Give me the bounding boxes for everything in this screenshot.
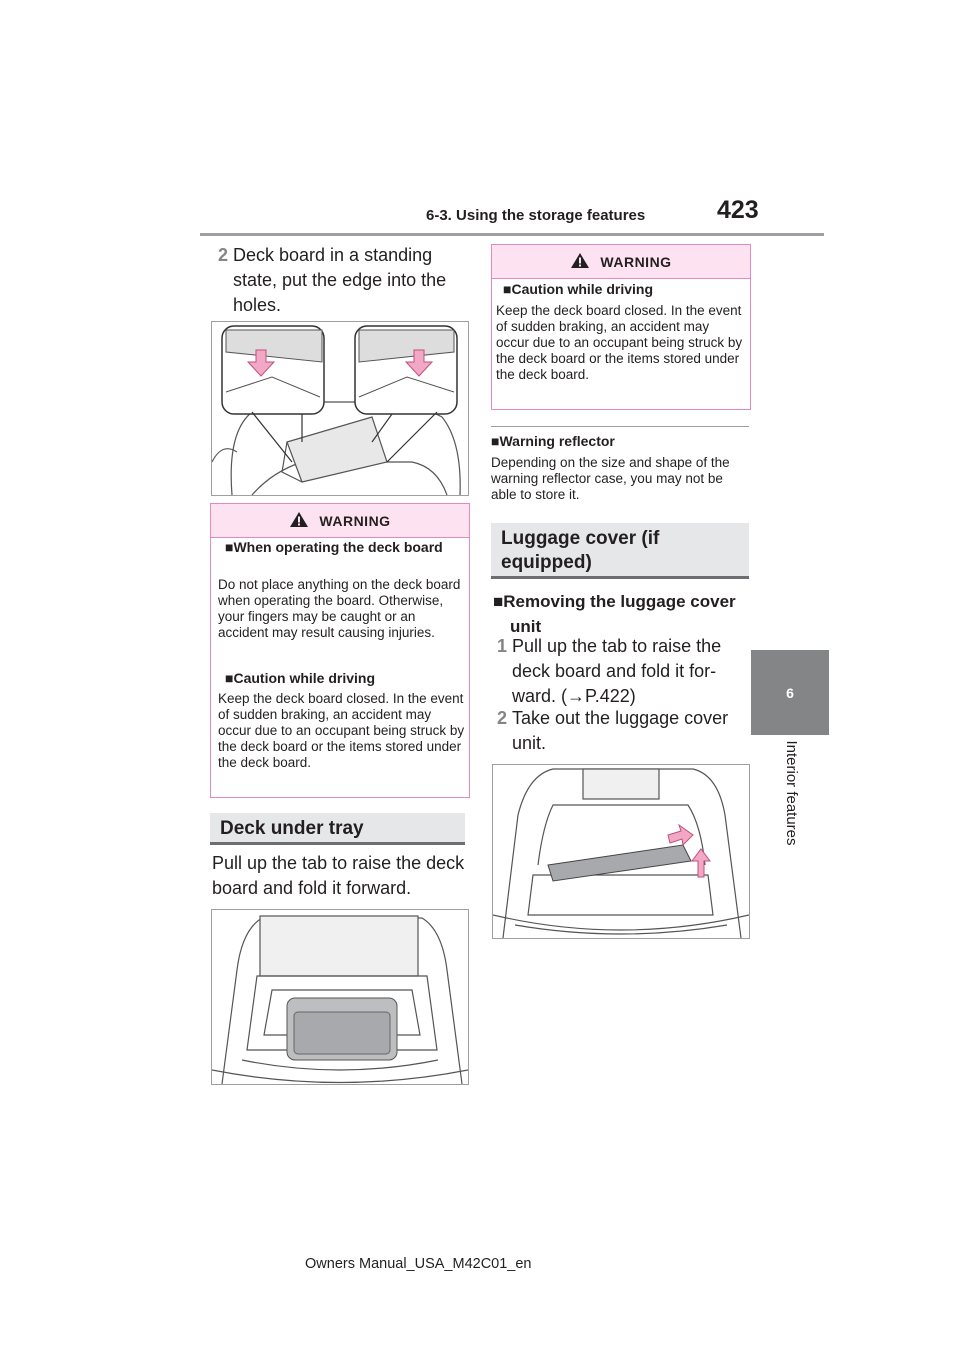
step-1-raise-deck-board: 1 Pull up the tab to raise the deck boar… bbox=[497, 634, 737, 709]
figure-deck-under-tray bbox=[211, 909, 469, 1085]
step-text: Deck board in a standing state, put the … bbox=[233, 245, 447, 315]
reflector-body: Depending on the size and shape of the w… bbox=[491, 455, 730, 502]
footer-manual-id: Owners Manual_USA_M42C01_en bbox=[305, 1256, 532, 1272]
warning-item-body: Do not place anything on the deck board … bbox=[218, 577, 461, 640]
chapter-title: Interior features bbox=[783, 740, 800, 846]
step-number: 1 bbox=[497, 636, 508, 656]
deck-under-tray-paragraph: Pull up the tab to raise the deck board … bbox=[212, 853, 465, 898]
section-title-luggage-cover: Luggage cover (if equipped) bbox=[491, 523, 749, 579]
header-section-title: 6-3. Using the storage features bbox=[426, 207, 646, 224]
figure-luggage-cover-removal bbox=[492, 764, 750, 939]
step-2-take-out-cover: 2 Take out the luggage cover unit. bbox=[497, 706, 737, 756]
warning-triangle-icon bbox=[289, 511, 309, 531]
step-2-deck-board: 2 Deck board in a standing state, put th… bbox=[218, 243, 473, 318]
section-title-deck-under-tray: Deck under tray bbox=[210, 813, 465, 845]
header-rule bbox=[200, 233, 824, 236]
step-number: 2 bbox=[218, 245, 229, 265]
warning-box-left: WARNING ■When operating the deck board D… bbox=[210, 503, 470, 798]
warning-item-title: ■When operating the deck board bbox=[225, 539, 443, 555]
warning-triangle-icon bbox=[570, 252, 590, 272]
figure-deck-board-standing bbox=[211, 321, 469, 496]
warning-label: WARNING bbox=[319, 512, 391, 529]
removing-luggage-cover-title: ■Removing the luggage cover unit bbox=[493, 592, 736, 636]
warning-label: WARNING bbox=[600, 253, 672, 270]
warning-item-title: ■Caution while driving bbox=[503, 281, 654, 297]
warning-header: WARNING bbox=[211, 504, 469, 538]
step-number: 2 bbox=[497, 708, 508, 728]
warning-header: WARNING bbox=[492, 245, 750, 279]
chapter-tab: 6 bbox=[751, 650, 829, 735]
warning-item-title: ■Caution while driving bbox=[225, 670, 376, 686]
reflector-title: ■Warning reflector bbox=[491, 433, 615, 449]
step-text: Pull up the tab to raise the deck board … bbox=[512, 636, 722, 706]
warning-box-right: WARNING ■Caution while driving Keep the … bbox=[491, 244, 751, 410]
warning-item-body: Keep the deck board closed. In the event… bbox=[218, 691, 465, 770]
step-text: Take out the luggage cover unit. bbox=[512, 708, 729, 753]
divider bbox=[491, 426, 749, 427]
warning-item-body: Keep the deck board closed. In the event… bbox=[496, 303, 743, 382]
page-number: 423 bbox=[717, 196, 759, 224]
